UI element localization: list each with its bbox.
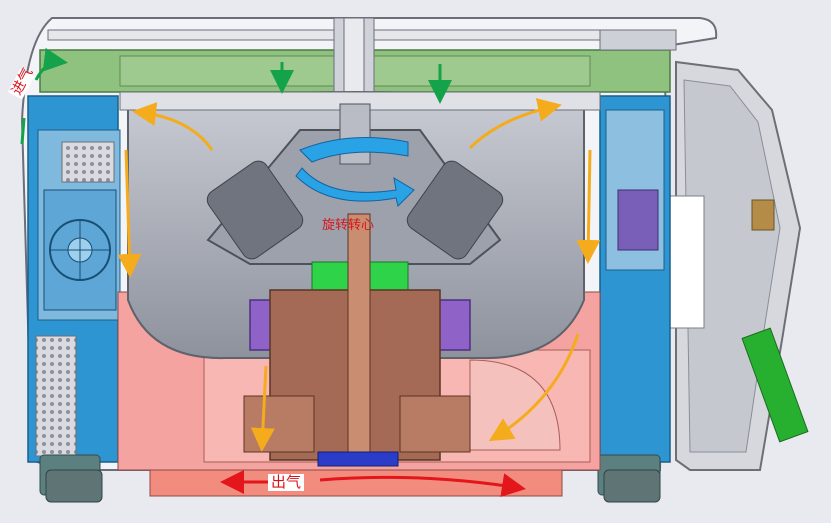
rotor-label: 旋转转心 [322, 218, 375, 233]
top-lid [39, 17, 677, 99]
housing-feet [45, 469, 661, 503]
fan-grille-icon [43, 189, 117, 311]
airflow-arrows-inflow [20, 47, 452, 145]
rotor [206, 103, 504, 265]
motor-assembly [243, 213, 471, 467]
rotation-arrow-icon [295, 137, 415, 207]
air-outlet-label: 出气 [268, 474, 305, 491]
right-control-housing [661, 60, 809, 471]
airflow-arrows-internal [117, 98, 601, 452]
right-side-chamber [597, 95, 671, 496]
airflow-arrows-outflow [220, 470, 526, 498]
left-side-chamber [27, 95, 121, 496]
